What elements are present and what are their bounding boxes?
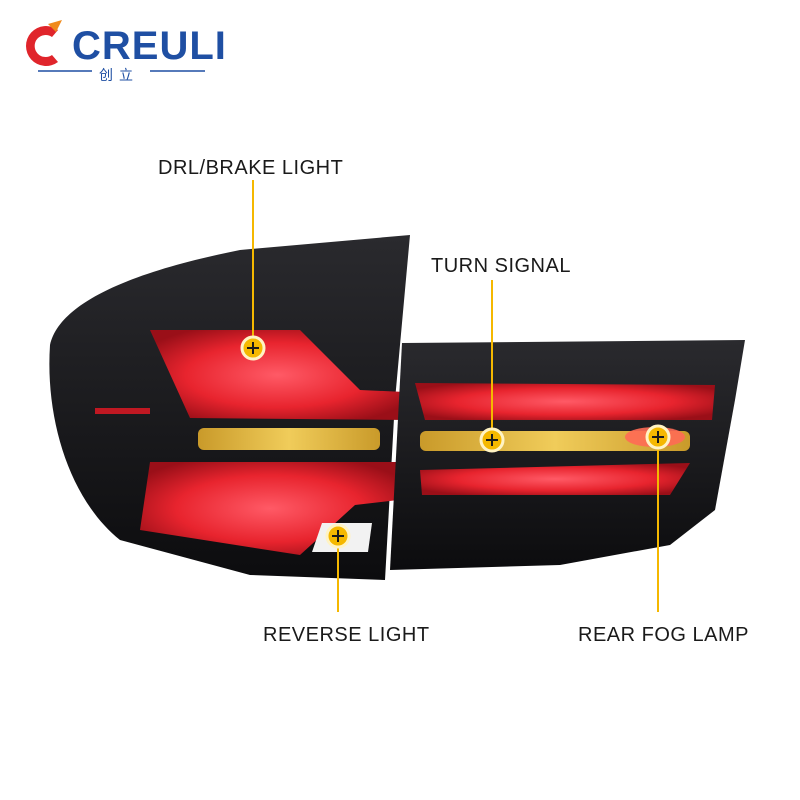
turn-signal-marker-icon	[479, 427, 505, 453]
brand-subtitle: 创立	[99, 68, 139, 84]
drl-brake-marker-icon	[240, 335, 266, 361]
inner-lamp	[390, 340, 745, 570]
reverse-label: REVERSE LIGHT	[263, 624, 430, 646]
drl-brake-label: DRL/BRAKE LIGHT	[158, 157, 344, 179]
turn-signal-label: TURN SIGNAL	[431, 255, 571, 277]
reverse-marker-icon	[325, 523, 351, 549]
rear-fog-marker-icon	[645, 424, 671, 450]
rear-fog-label: REAR FOG LAMP	[578, 624, 749, 646]
brand-logo-icon	[26, 20, 205, 72]
outer-lamp	[49, 235, 411, 580]
brand-name: CREULI	[72, 24, 227, 68]
